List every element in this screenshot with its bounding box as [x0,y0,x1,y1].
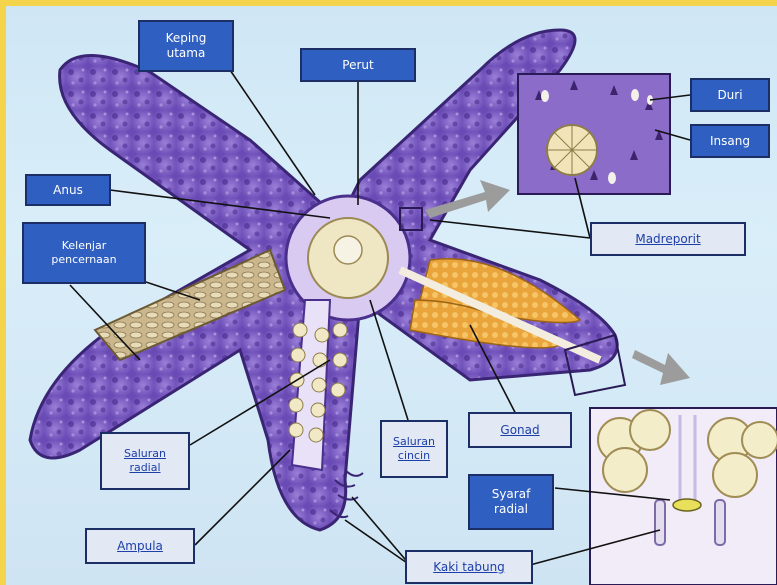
label-perut: Perut [300,48,416,82]
radial-nerve-inset [673,499,701,511]
label-insang: Insang [690,124,770,158]
inset-arm-tip [590,408,777,585]
label-kaki-tabung: Kaki tabung [405,550,533,584]
label-duri: Duri [690,78,770,112]
inset-skin [518,74,670,194]
arrow-to-tip-inset [632,350,690,385]
label-anus: Anus [25,174,111,206]
label-gonad: Gonad [468,412,572,448]
label-madreporit: Madreporit [590,222,746,256]
label-ampula: Ampula [85,528,195,564]
